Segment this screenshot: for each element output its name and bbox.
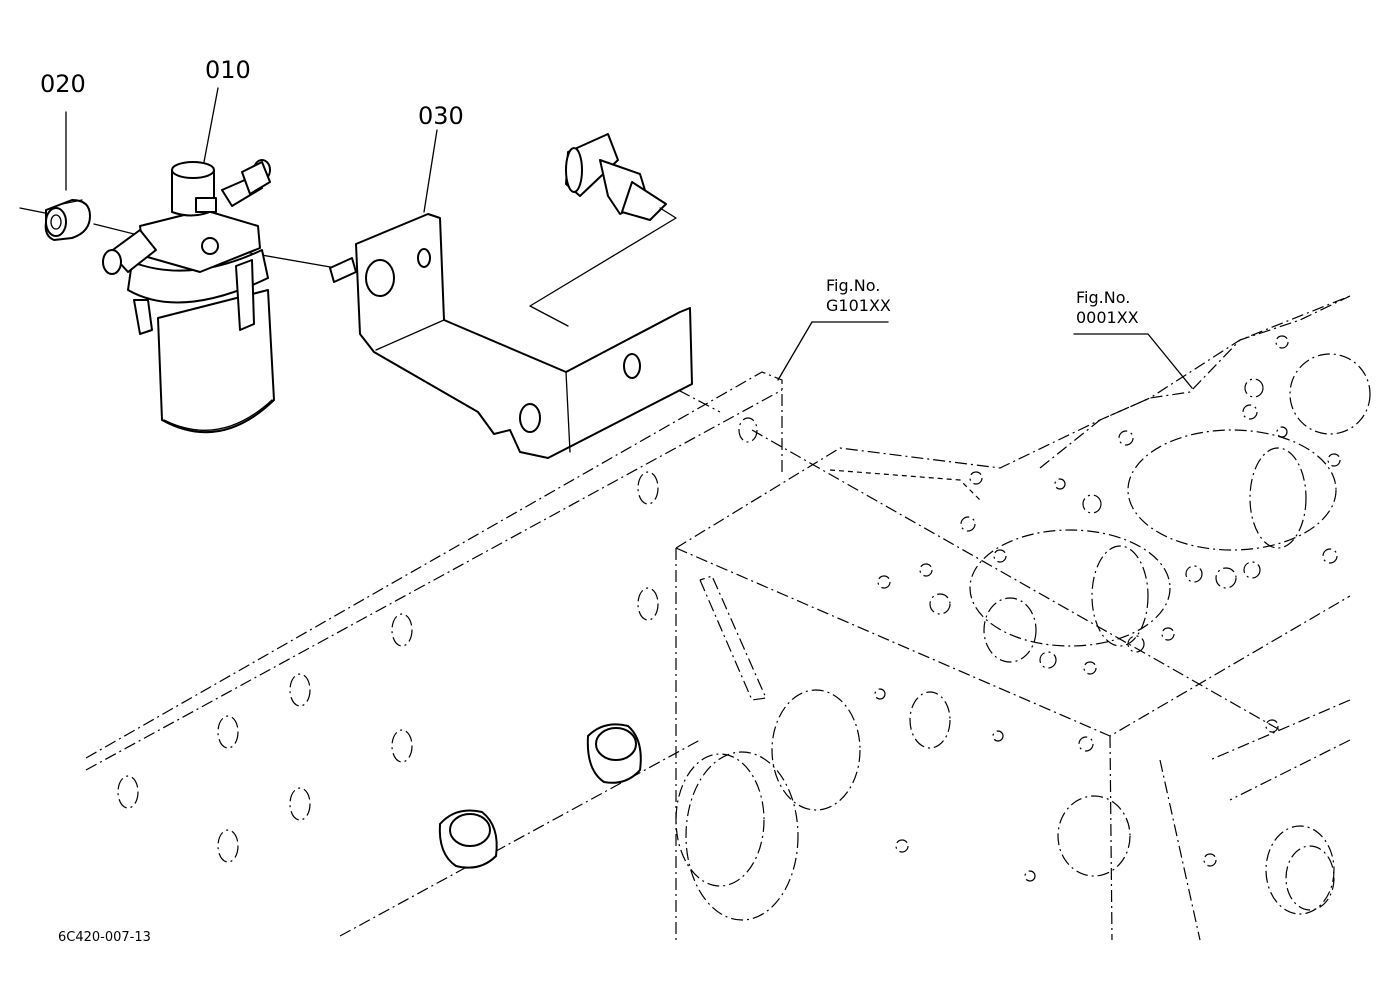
gasket-plate: [85, 371, 783, 937]
callout-030: 030: [418, 102, 464, 130]
bracket-030: [329, 213, 693, 459]
nut-020: [44, 199, 91, 241]
callout-020: 020: [40, 70, 86, 98]
fig-ref-right-label: Fig.No.: [1076, 288, 1131, 307]
block-holes: [874, 335, 1341, 882]
callout-010: 010: [205, 56, 251, 84]
fig-ref-left-code: G101XX: [826, 296, 891, 315]
fuel-filter-010: [102, 159, 275, 434]
drawing-code: 6C420-007-13: [58, 930, 151, 945]
gasket-holes: [117, 417, 758, 863]
front-openings: [675, 689, 1335, 921]
engine-block: [675, 295, 1371, 941]
fig-ref-right: Fig.No. 0001XX: [1076, 288, 1139, 328]
fig-ref-right-code: 0001XX: [1076, 308, 1139, 327]
cylinder-bores: [969, 353, 1371, 663]
hose-fitting: [529, 133, 677, 327]
fig-ref-left-label: Fig.No.: [826, 276, 881, 295]
leader-lines: [19, 87, 1281, 731]
dowel-bushes: [438, 723, 642, 869]
fig-ref-left: Fig.No. G101XX: [826, 276, 891, 316]
head-gasket: [829, 295, 1351, 501]
